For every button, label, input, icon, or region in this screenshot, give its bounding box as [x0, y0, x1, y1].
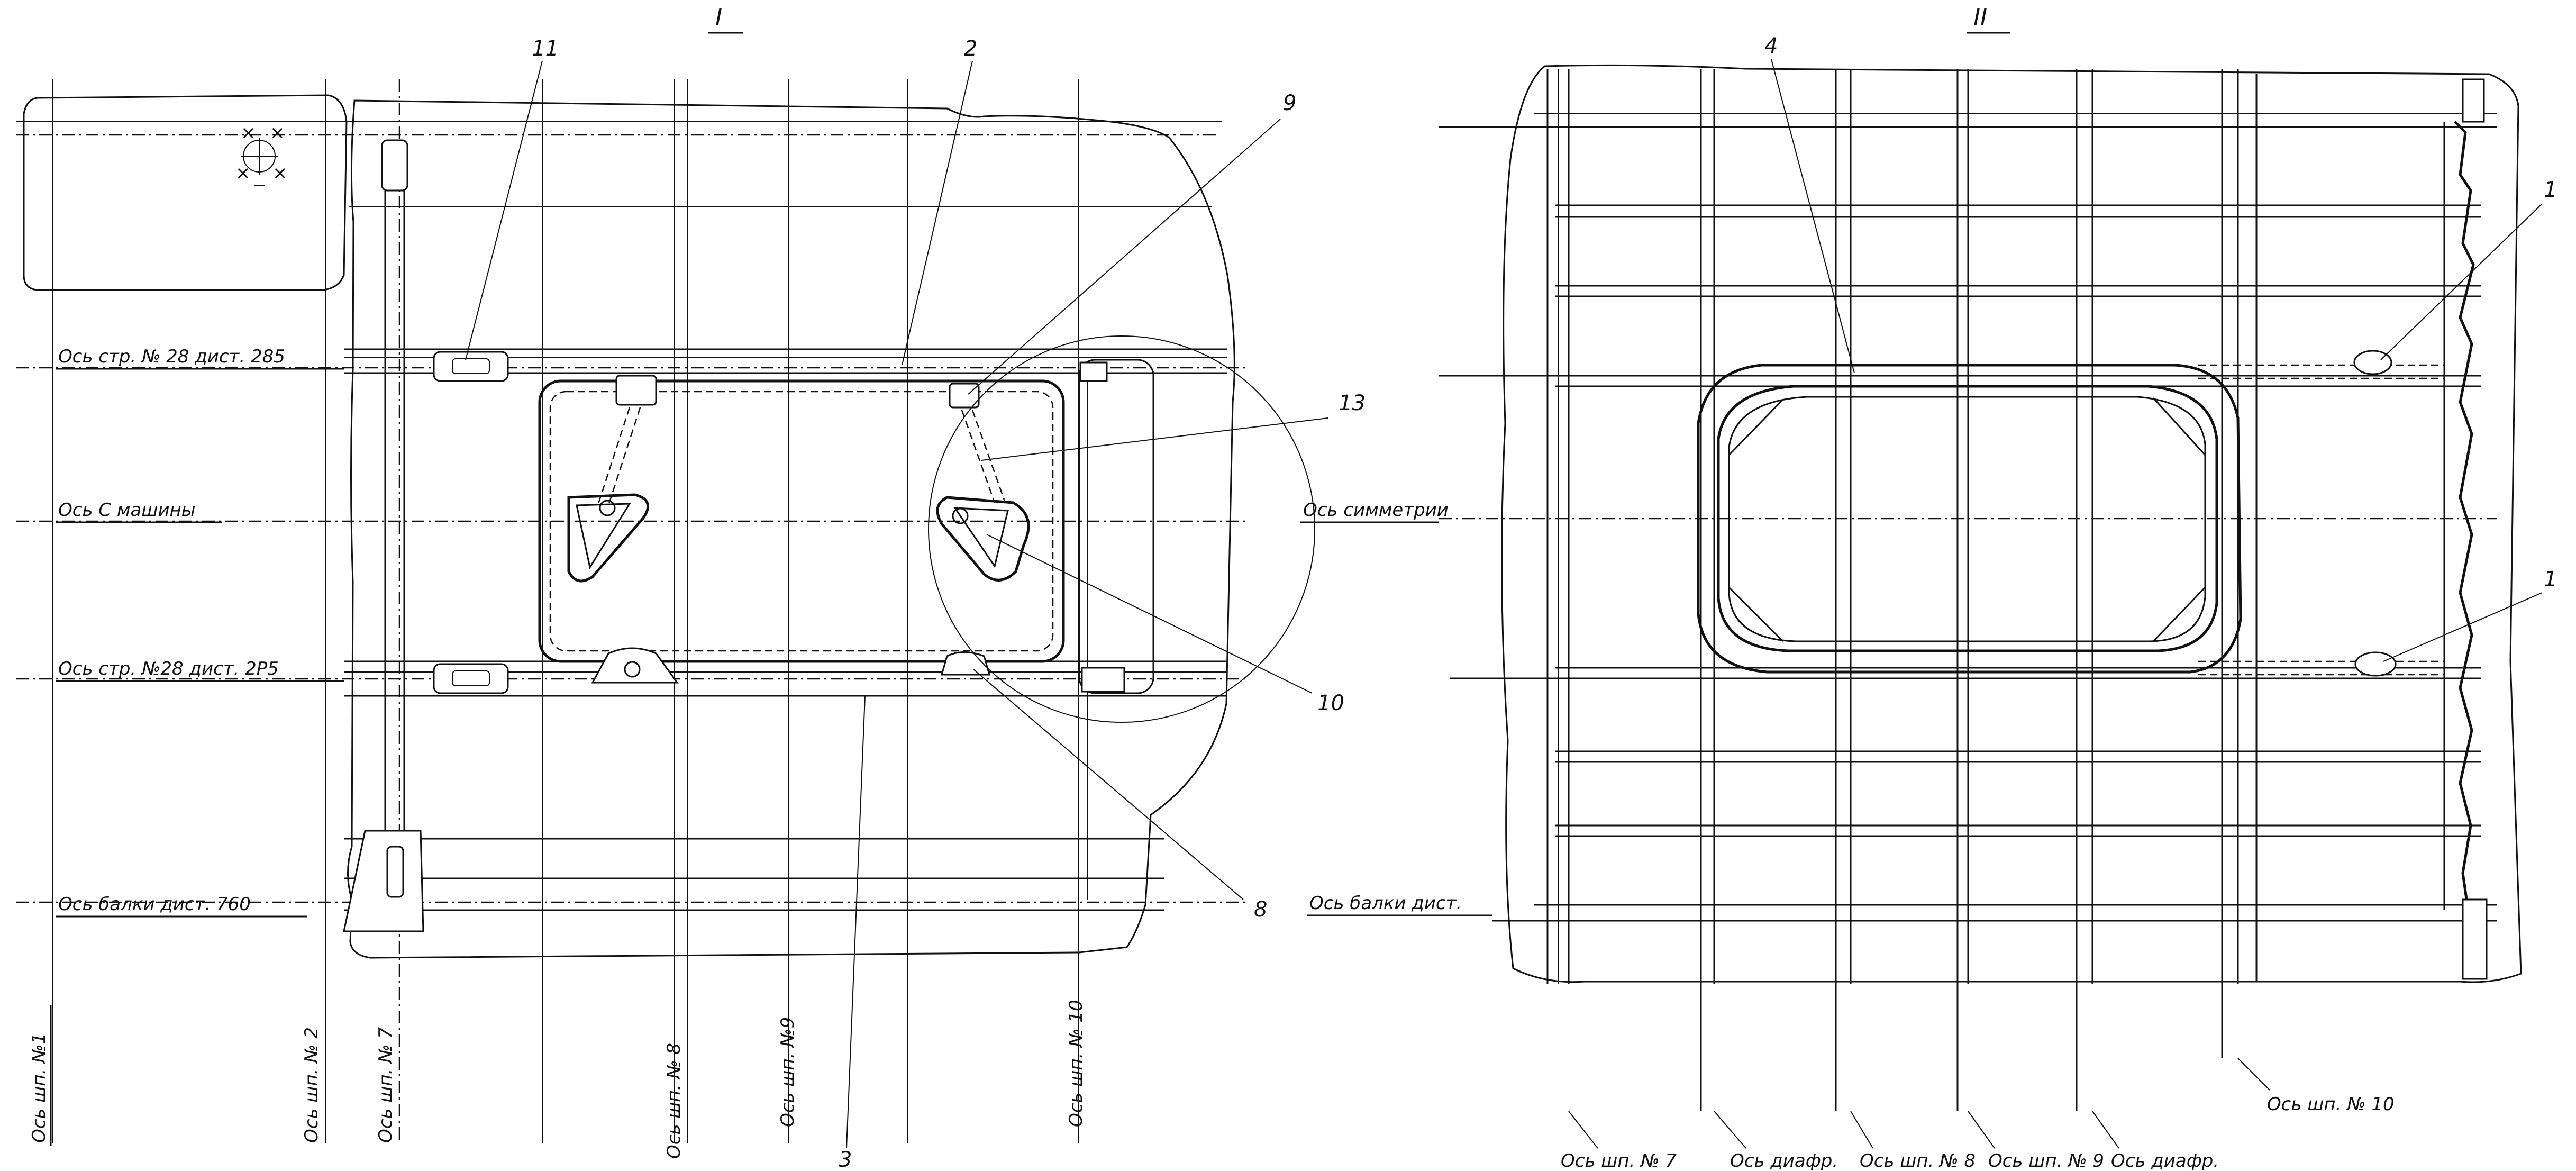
right-view-title: II	[1973, 4, 1987, 31]
axis-label-str28-2p5: Ось стр. №28 дист. 2Р5	[58, 658, 279, 679]
axis-label-sp7: Ось шп. № 7	[375, 1027, 396, 1143]
hinge-left-top	[615, 375, 657, 406]
left-view-title: I	[715, 4, 722, 31]
skin-panel	[1501, 64, 2522, 983]
callout-10: 10	[1317, 691, 1344, 715]
axis-label-sp10-right: Ось шп. № 10	[2267, 1094, 2395, 1115]
fitting-frame	[1078, 359, 1154, 694]
axis-label-diaphragm-2: Ось диафр.	[2111, 1150, 2219, 1171]
left-view: I × × × ×	[16, 4, 1366, 1171]
callout-4: 4	[1764, 34, 1778, 58]
lock-left	[591, 647, 679, 684]
callout-13: 13	[1339, 391, 1366, 415]
mounting-plate	[23, 94, 348, 291]
beam-bottom-foot	[343, 830, 424, 932]
svg-text:×: ×	[241, 122, 256, 143]
right-view: II	[1300, 4, 2557, 1171]
hinge-right-top	[949, 383, 980, 409]
hatch-opening-left	[567, 493, 649, 583]
axis-label-sp1: Ось шп. №1	[29, 1033, 50, 1143]
large-opening-inner	[1717, 385, 2218, 652]
svg-text:×: ×	[270, 122, 285, 143]
lug-top	[433, 351, 509, 382]
axis-label-sp9-right: Ось шп. № 9	[1988, 1150, 2104, 1171]
callout-1-bottom: 1	[2544, 567, 2557, 592]
axis-label-beam: Ось балки дист.	[1309, 893, 1462, 914]
vertical-beam	[384, 189, 405, 842]
beam-top-cap	[381, 139, 408, 192]
callout-2: 2	[964, 37, 977, 61]
large-opening-outer	[1697, 364, 2242, 674]
axis-label-sp7-right: Ось шп. № 7	[1561, 1150, 1677, 1171]
axis-label-sp8: Ось шп. № 8	[663, 1043, 685, 1159]
svg-text:×: ×	[235, 162, 251, 184]
callout-9: 9	[1283, 91, 1296, 115]
axis-label-str28-285: Ось стр. № 28 дист. 285	[58, 346, 285, 367]
detail-circle	[928, 335, 1315, 723]
svg-text:×: ×	[272, 162, 288, 184]
lug-right-top	[2353, 350, 2392, 375]
axis-label-sp10: Ось шп. № 10	[1066, 1000, 1087, 1127]
callout-1-top: 1	[2544, 178, 2557, 202]
axis-label-center: Ось С машины	[58, 500, 196, 521]
panel-outline	[347, 99, 1235, 959]
axis-label-sp8-right: Ось шп. № 8	[1860, 1150, 1976, 1171]
hatch-frame	[538, 379, 1065, 663]
lug-bottom	[433, 663, 509, 694]
callout-3: 3	[839, 1148, 852, 1171]
hatch-opening-right	[936, 496, 1030, 582]
edge-frame	[2454, 121, 2475, 911]
lug-right-bottom	[2354, 651, 2397, 677]
axis-label-sp2: Ось шп. № 2	[301, 1027, 322, 1143]
axis-label-sp9: Ось шп. №9	[777, 1017, 798, 1127]
callout-8: 8	[1254, 897, 1267, 922]
callout-11: 11	[532, 37, 559, 61]
axis-label-symmetry: Ось симметрии	[1303, 500, 1449, 521]
axis-label-beam-760: Ось балки дист. 760	[58, 894, 251, 915]
axis-label-diaphragm-1: Ось диафр.	[1730, 1150, 1838, 1171]
